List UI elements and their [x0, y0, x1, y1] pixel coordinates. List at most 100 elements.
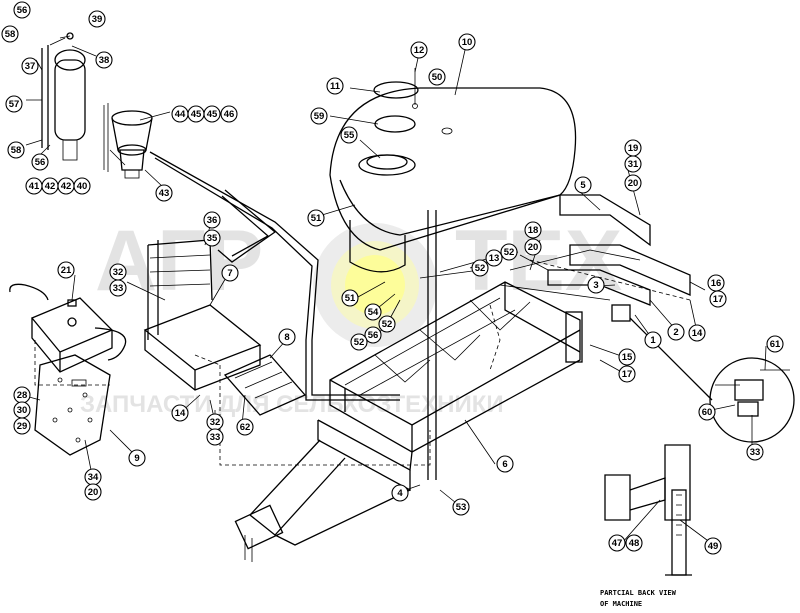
callout-32: 32 [206, 413, 224, 431]
callout-label: 45 [191, 109, 202, 120]
callout-label: 15 [622, 352, 633, 363]
callout-circle [364, 303, 382, 321]
chassis-frame-drawing [234, 249, 641, 562]
callout-label: 21 [61, 265, 72, 276]
callout-label: 33 [113, 283, 124, 294]
callout-13: 13 [485, 249, 503, 267]
callout-label: 54 [368, 307, 379, 318]
callout-label: 48 [629, 538, 640, 549]
callout-circle [625, 534, 643, 552]
callout-circle [746, 443, 764, 461]
callout-circle [524, 221, 542, 239]
callout-33: 33 [746, 443, 764, 461]
callout-44: 44 [171, 105, 189, 123]
callout-circle [704, 537, 722, 555]
callout-9: 9 [128, 449, 146, 467]
caption-line-2: OF MACHINE [600, 600, 642, 608]
callout-15: 15 [618, 348, 636, 366]
callout-circle [155, 184, 173, 202]
callout-label: 3 [593, 280, 598, 291]
callout-42: 42 [41, 177, 59, 195]
callout-58: 58 [7, 141, 25, 159]
callout-circle [574, 176, 592, 194]
callout-21: 21 [57, 261, 75, 279]
callout-42: 42 [57, 177, 75, 195]
callout-14: 14 [171, 404, 189, 422]
callout-57: 57 [5, 95, 23, 113]
callout-circle [624, 155, 642, 173]
callout-circle [364, 326, 382, 344]
callout-circle [428, 68, 446, 86]
callout-62: 62 [236, 418, 254, 436]
caption-line-1: PARTCIAL BACK VIEW [600, 589, 677, 597]
callout-circle [378, 315, 396, 333]
callout-52: 52 [378, 315, 396, 333]
callout-circle [341, 289, 359, 307]
callout-label: 33 [750, 447, 761, 458]
callout-39: 39 [88, 10, 106, 28]
toolbox-drawing [30, 297, 114, 373]
callout-circle [73, 177, 91, 195]
callout-circle [340, 126, 358, 144]
callout-circle [326, 77, 344, 95]
callout-28: 28 [13, 386, 31, 404]
callout-14: 14 [688, 324, 706, 342]
callout-circle [31, 153, 49, 171]
callout-circle [524, 238, 542, 256]
callout-label: 13 [489, 253, 500, 264]
callout-2: 2 [667, 323, 685, 341]
callout-label: 61 [770, 339, 781, 350]
callout-label: 59 [314, 111, 325, 122]
callout-49: 49 [704, 537, 722, 555]
callout-label: 55 [344, 130, 355, 141]
callout-55: 55 [340, 126, 358, 144]
callout-3: 3 [587, 276, 605, 294]
callout-circle [128, 449, 146, 467]
callout-label: 56 [368, 330, 379, 341]
callout-1: 1 [644, 331, 662, 349]
callout-7: 7 [221, 264, 239, 282]
callout-label: 43 [159, 188, 170, 199]
callout-label: 16 [711, 278, 722, 289]
callout-35: 35 [203, 229, 221, 247]
callout-label: 33 [210, 432, 221, 443]
callout-label: 14 [175, 408, 186, 419]
callout-label: 19 [628, 143, 639, 154]
callout-12: 12 [410, 41, 428, 59]
back-view-detail-drawing [604, 444, 692, 576]
callout-label: 45 [207, 109, 218, 120]
callout-circle [307, 209, 325, 227]
callout-58: 58 [1, 25, 19, 43]
callout-36: 36 [203, 211, 221, 229]
callout-47: 47 [608, 534, 626, 552]
callout-label: 17 [713, 294, 724, 305]
callout-41: 41 [25, 177, 43, 195]
callout-54: 54 [364, 303, 382, 321]
callout-label: 52 [354, 337, 365, 348]
callout-circle [57, 261, 75, 279]
callout-43: 43 [155, 184, 173, 202]
callout-29: 29 [13, 417, 31, 435]
callout-label: 49 [708, 541, 719, 552]
callout-label: 53 [456, 502, 467, 513]
callout-label: 52 [504, 247, 515, 258]
callout-circle [13, 417, 31, 435]
callout-34: 34 [84, 468, 102, 486]
callout-51: 51 [307, 209, 325, 227]
callout-10: 10 [458, 33, 476, 51]
callout-16: 16 [707, 274, 725, 292]
callout-38: 38 [95, 51, 113, 69]
callout-17: 17 [709, 290, 727, 308]
callout-label: 1 [650, 335, 656, 346]
callout-circle [206, 428, 224, 446]
callout-label: 56 [35, 157, 46, 168]
callout-circle [220, 105, 238, 123]
callout-label: 31 [628, 159, 639, 170]
callout-circle [667, 323, 685, 341]
callout-label: 4 [397, 488, 403, 499]
callout-circle [709, 290, 727, 308]
callout-circle [587, 276, 605, 294]
boom-mounts-drawing [519, 194, 691, 322]
callout-52: 52 [471, 259, 489, 277]
callout-label: 60 [702, 407, 713, 418]
